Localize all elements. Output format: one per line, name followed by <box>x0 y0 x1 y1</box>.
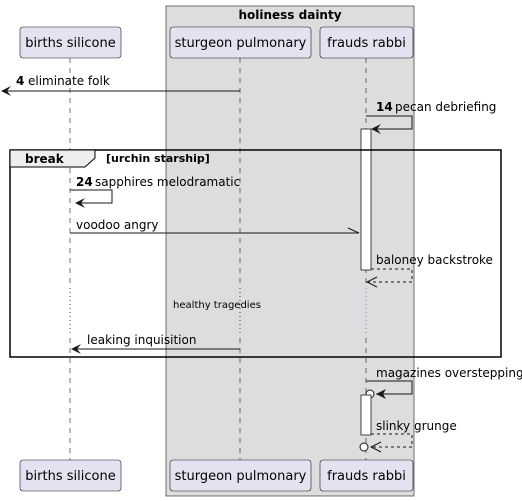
message-pecan-debriefing: 14 pecan debriefing <box>366 100 496 134</box>
arrowhead <box>376 389 386 399</box>
message-label: magazines overstepping <box>376 366 522 380</box>
delay-label: healthy tragedies <box>173 300 261 311</box>
message-eliminate-folk: 4 eliminate folk <box>1 74 240 96</box>
participant-box-group: holiness dainty <box>165 5 415 497</box>
message-leaking-inquisition: leaking inquisition <box>71 333 240 354</box>
message-slinky-grunge: slinky grunge <box>359 419 457 453</box>
message-arrow <box>366 380 413 395</box>
fragment-guard: [urchin starship] <box>106 152 210 165</box>
message-sapphires-melodramatic: 24 sapphires melodramatic <box>70 175 240 208</box>
message-label: baloney backstroke <box>376 253 493 267</box>
open-arrowhead <box>365 276 378 288</box>
participant-label: sturgeon pulmonary <box>175 469 307 484</box>
message-number: 4 <box>16 74 24 88</box>
activation-bar <box>360 128 372 271</box>
message-arrow <box>367 268 413 283</box>
participant-label: frauds rabbi <box>327 36 406 51</box>
fragment-kind: break <box>25 152 65 166</box>
open-arrowhead <box>369 441 382 453</box>
message-label: leaking inquisition <box>87 333 196 347</box>
participant-sturgeon-pulmonary-bottom: sturgeon pulmonary <box>169 459 312 492</box>
message-label: slinky grunge <box>376 419 457 433</box>
message-arrow <box>366 115 413 134</box>
participant-label: sturgeon pulmonary <box>175 36 307 51</box>
participant-births-silicone-top: births silicone <box>19 26 122 59</box>
box-title: holiness dainty <box>238 8 341 22</box>
message-label: sapphires melodramatic <box>95 175 240 189</box>
message-voodoo-angry: voodoo angry <box>70 218 360 234</box>
participant-label: births silicone <box>25 36 115 51</box>
message-label: pecan debriefing <box>395 100 496 114</box>
message-arrow <box>371 433 413 448</box>
circle-end <box>359 442 369 452</box>
delay-section: healthy tragedies <box>67 288 369 332</box>
message-magazines-overstepping: magazines overstepping <box>365 366 522 399</box>
message-label: eliminate folk <box>28 74 110 88</box>
activation-bar <box>360 394 372 436</box>
message-number: 14 <box>376 100 393 114</box>
message-label: voodoo angry <box>76 218 159 232</box>
participant-label: frauds rabbi <box>327 469 406 484</box>
participant-label: births silicone <box>25 469 115 484</box>
participant-frauds-rabbi-bottom: frauds rabbi <box>319 459 414 492</box>
participant-sturgeon-pulmonary-top: sturgeon pulmonary <box>169 26 312 59</box>
participant-frauds-rabbi-top: frauds rabbi <box>319 26 414 59</box>
half-arrowhead <box>347 227 360 234</box>
message-number: 24 <box>76 175 93 189</box>
break-fragment: break [urchin starship] <box>9 149 502 358</box>
participant-births-silicone-bottom: births silicone <box>19 459 122 492</box>
message-arrow <box>70 189 113 208</box>
message-baloney-backstroke: baloney backstroke <box>365 253 493 288</box>
